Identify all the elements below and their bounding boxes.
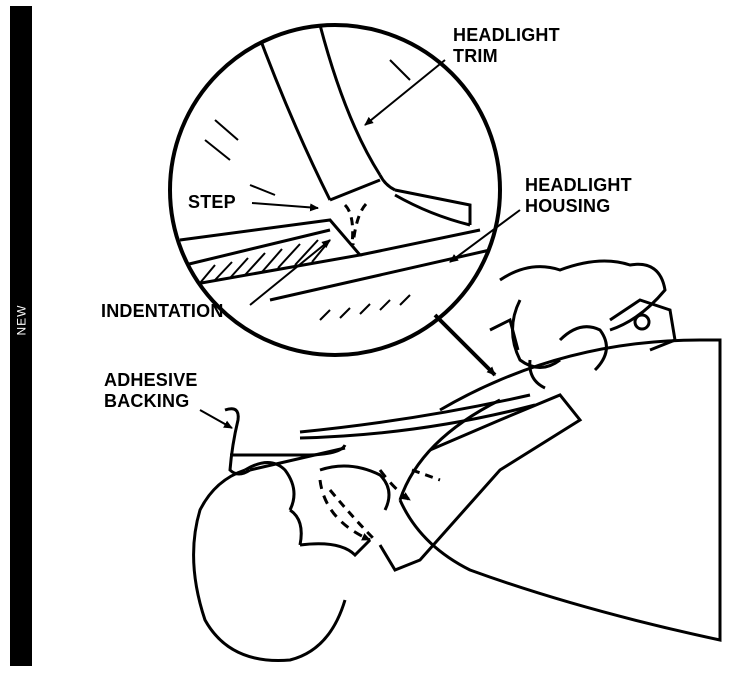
- step-label: STEP: [188, 192, 236, 213]
- adhesive-backing-label-line1: ADHESIVE: [104, 370, 198, 390]
- adhesive-backing-label-line2: BACKING: [104, 391, 190, 411]
- right-hand: [499, 259, 667, 390]
- headlight-housing-label-line2: HOUSING: [525, 196, 611, 216]
- headlight-trim-label-line2: TRIM: [453, 46, 498, 66]
- step-arrow: [251, 202, 319, 212]
- headlight-housing-label-line1: HEADLIGHT: [525, 175, 632, 195]
- leader-arrows: [199, 59, 521, 429]
- indentation-arrow: [249, 239, 331, 306]
- headlight-housing-arrow: [449, 209, 521, 263]
- headlight-trim-arrow: [364, 59, 446, 126]
- adhesive-backing-label: ADHESIVE BACKING: [104, 370, 198, 412]
- left-hand: [192, 444, 391, 662]
- magnifier-pointer-arrow: [433, 313, 497, 377]
- motion-arrows: [318, 469, 411, 542]
- adhesive-backing-strip: [224, 407, 346, 476]
- detail-magnifier: [168, 23, 502, 357]
- headlight-trim-label-line1: HEADLIGHT: [453, 25, 560, 45]
- headlight-housing-label: HEADLIGHT HOUSING: [525, 175, 632, 217]
- adhesive-backing-arrow: [199, 409, 233, 429]
- step-label-text: STEP: [188, 192, 236, 212]
- indentation-label-text: INDENTATION: [101, 301, 224, 321]
- headlight-trim-label: HEADLIGHT TRIM: [453, 25, 560, 67]
- headlight-assembly: [299, 298, 722, 642]
- indentation-label: INDENTATION: [101, 301, 224, 322]
- sidebar-bar: [10, 6, 32, 666]
